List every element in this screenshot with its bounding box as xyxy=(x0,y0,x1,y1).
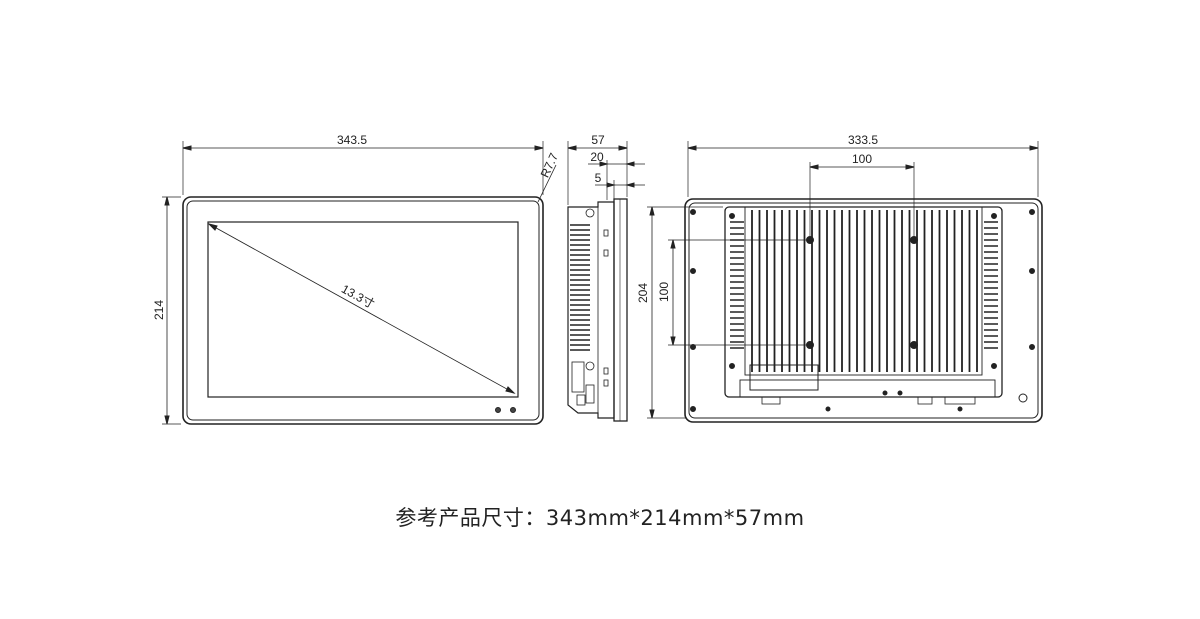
front-led-right xyxy=(510,407,516,413)
side-body xyxy=(567,201,615,419)
diagonal-arrow-start xyxy=(207,223,218,231)
product-size-caption: 参考产品尺寸：343mm*214mm*57mm xyxy=(395,506,805,530)
rear-width-label: 333.5 xyxy=(848,133,878,147)
rear-view xyxy=(647,141,1043,423)
rear-height-label: 204 xyxy=(636,283,650,303)
front-led-left xyxy=(495,407,501,413)
front-screen xyxy=(207,221,519,398)
front-frame-inner xyxy=(186,200,540,421)
rear-frame-inner xyxy=(688,202,1039,419)
front-view xyxy=(162,141,557,425)
rear-label-plate xyxy=(749,364,819,391)
rear-screws xyxy=(690,209,1035,412)
screen-diagonal xyxy=(208,223,515,394)
side-bezel xyxy=(613,198,628,422)
diagonal-arrow-end xyxy=(505,386,516,394)
side-bezel-label: 20 xyxy=(590,150,604,164)
rear-io-area xyxy=(739,379,996,398)
rear-side-fins xyxy=(730,221,998,349)
front-radius-label: R7.7 xyxy=(538,151,562,180)
vesa-v-label: 100 xyxy=(657,282,671,302)
side-front-label: 5 xyxy=(595,171,602,185)
side-fins xyxy=(570,224,590,351)
front-width-label: 343.5 xyxy=(337,133,367,147)
vesa-hole-bottom-right xyxy=(910,341,918,349)
rear-fins xyxy=(751,210,978,372)
side-depth-label: 57 xyxy=(591,133,605,147)
front-frame-outer xyxy=(182,196,544,425)
vesa-h-label: 100 xyxy=(852,152,872,166)
front-height-label: 214 xyxy=(152,300,166,320)
rear-frame-outer xyxy=(684,198,1043,423)
radius-leader xyxy=(537,164,557,203)
side-view xyxy=(567,141,645,422)
